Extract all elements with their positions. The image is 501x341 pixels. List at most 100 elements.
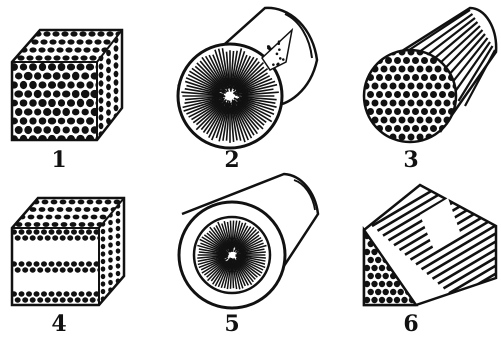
pore-dot	[61, 222, 68, 227]
fiber-end-dot	[457, 125, 464, 132]
pore-dot	[26, 291, 32, 296]
pore-dot	[48, 81, 56, 88]
pore-dot	[116, 256, 121, 261]
pore-dot	[67, 297, 73, 302]
pore-dot	[116, 211, 121, 216]
pore-dot	[86, 229, 92, 234]
pore-dot	[114, 96, 119, 102]
fiber-end-dot	[376, 74, 383, 81]
pore-dot	[43, 126, 51, 133]
pore-dot	[53, 108, 61, 116]
pore-dot	[41, 229, 47, 234]
pore-dot	[67, 39, 74, 44]
pore-dot	[52, 235, 58, 240]
pore-dot	[29, 99, 37, 106]
pore-dot	[116, 233, 121, 238]
pore-dot	[116, 248, 121, 253]
fiber-end-dot	[412, 108, 419, 115]
fiber-end-dot	[372, 117, 379, 124]
pore-dot	[108, 295, 113, 300]
pore-dot	[22, 267, 28, 272]
pore-dot	[114, 62, 119, 68]
pore-dot	[99, 106, 104, 112]
pore-dot	[52, 267, 58, 272]
fiber-end-dot	[444, 83, 451, 90]
fiber-end-dot	[417, 100, 424, 107]
pore-dot	[114, 54, 119, 60]
pore-dot	[34, 222, 41, 227]
pore-dot	[101, 229, 106, 234]
pore-dot	[26, 229, 32, 234]
pore-dot	[47, 47, 54, 52]
fiber-end-dot	[408, 100, 415, 107]
fiber-end-dot	[403, 108, 410, 115]
fiber-end-dot	[376, 108, 383, 115]
fiber-end-dot	[367, 125, 374, 132]
pore-dot	[86, 135, 94, 143]
pore-dot	[116, 226, 121, 231]
pore-dot	[88, 222, 95, 227]
panel-label-5: 5	[212, 312, 252, 336]
panel-label-1: 1	[39, 148, 79, 172]
pore-dot	[87, 200, 94, 205]
fiber-end-dot	[430, 91, 437, 98]
pore-dot	[29, 117, 36, 124]
fiber-end-dot	[364, 297, 370, 303]
pore-dot	[43, 31, 50, 36]
pore-dot	[49, 261, 55, 266]
panel-label-6: 6	[391, 312, 431, 336]
fiber-end-dot	[403, 74, 410, 81]
pore-dot	[100, 215, 107, 220]
panel-label-4: 4	[39, 312, 79, 336]
pore-dot	[49, 39, 56, 44]
pore-dot	[74, 47, 81, 52]
pore-dot	[46, 215, 53, 220]
fiber-end-dot	[375, 289, 381, 295]
pore-dot	[56, 261, 62, 266]
fiber-end-dot	[379, 265, 385, 271]
pore-dot	[30, 267, 36, 272]
fiber-end-dot	[426, 83, 433, 90]
fiber-end-dot	[401, 297, 407, 303]
pore-dot	[101, 259, 106, 264]
fiber-end-dot	[390, 117, 397, 124]
pore-dot	[86, 99, 94, 107]
pore-dot	[60, 200, 67, 205]
pore-dot	[99, 63, 104, 69]
fiber-end-dot	[430, 108, 437, 115]
pore-dot	[57, 207, 64, 212]
pore-dot	[48, 135, 56, 143]
fiber-end-dot	[394, 281, 400, 287]
pore-dot	[48, 117, 56, 124]
pore-dot	[22, 235, 28, 240]
fiber-end-dot	[363, 49, 370, 56]
pore-dot	[20, 135, 27, 143]
grain-dot	[277, 42, 280, 45]
pore-dot	[57, 135, 66, 142]
pore-dot	[24, 126, 32, 134]
pore-dot	[108, 280, 113, 285]
pore-dot	[56, 291, 62, 296]
panel-2-radial-cylinder	[178, 8, 317, 148]
fiber-end-dot	[403, 125, 410, 132]
pore-dot	[99, 123, 104, 129]
pore-dot	[15, 267, 21, 272]
pore-dot	[108, 235, 113, 240]
fiber-end-dot	[421, 57, 428, 64]
fiber-end-dot	[421, 108, 428, 115]
pore-dot	[19, 229, 25, 234]
pore-dot	[34, 108, 41, 115]
pore-dot	[39, 63, 46, 71]
pore-dot	[82, 109, 89, 116]
pore-dot	[34, 229, 40, 234]
pore-dot	[77, 63, 85, 70]
pore-dot	[101, 289, 106, 294]
pore-dot	[14, 90, 23, 97]
pore-dot	[67, 64, 75, 71]
pore-dot	[116, 263, 121, 268]
pore-dot	[49, 229, 55, 234]
grain-dot	[279, 57, 282, 60]
pore-dot	[75, 267, 81, 272]
pore-dot	[106, 101, 111, 107]
grain-dot	[276, 53, 279, 56]
